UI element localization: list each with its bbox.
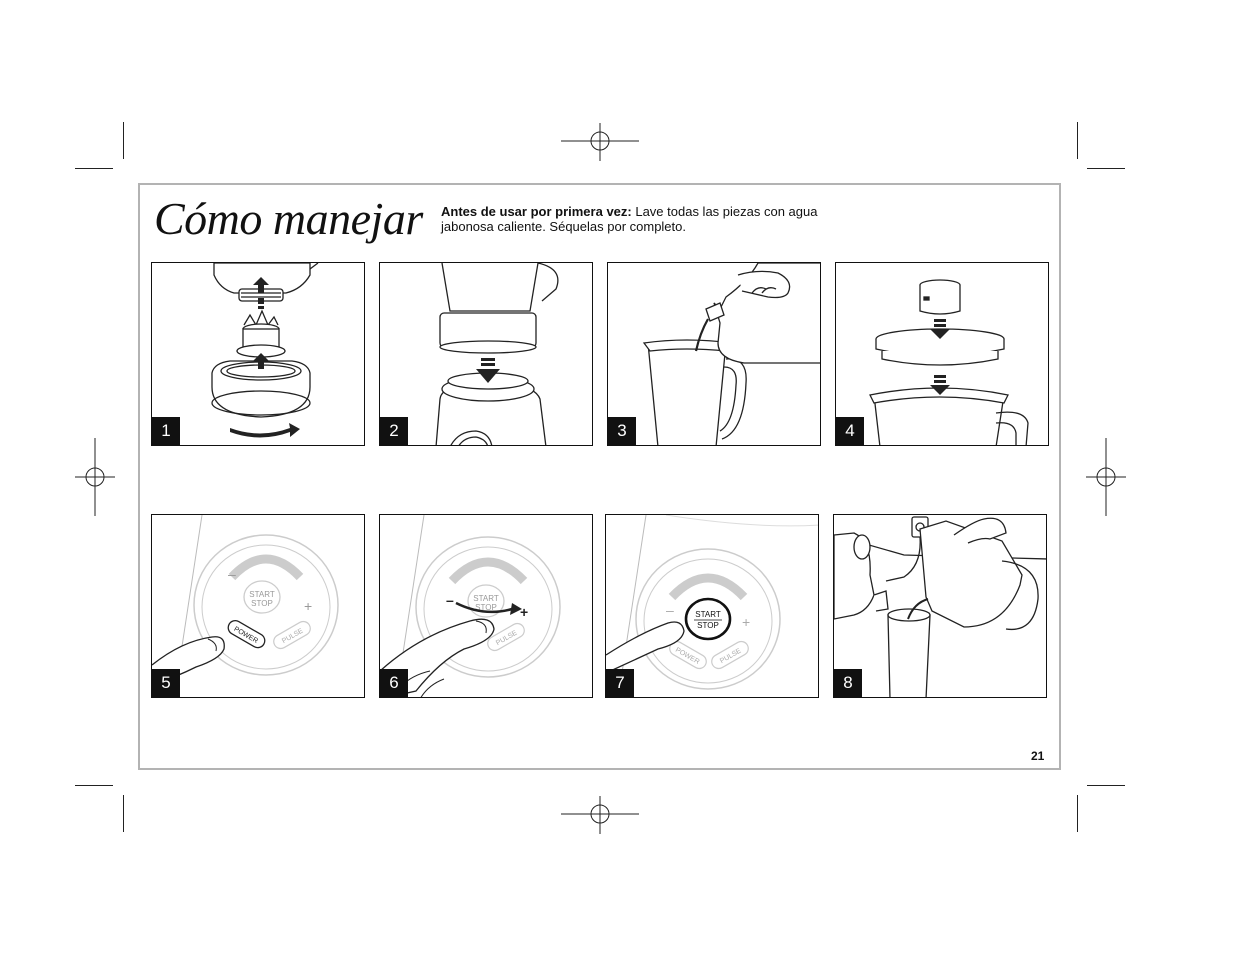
step-number: 2: [380, 417, 408, 445]
registration-mark-icon: [561, 123, 639, 161]
intro-heading: Antes de usar por primera vez:: [441, 204, 632, 219]
serving-illustration: [834, 516, 1046, 697]
crop-mark: [1077, 795, 1078, 832]
step-panel-4: 4: [835, 262, 1049, 446]
crop-mark: [75, 168, 113, 169]
page-number: 21: [1031, 749, 1045, 763]
minus-label: –: [446, 592, 454, 608]
plus-label: +: [520, 604, 528, 620]
page-frame: [138, 183, 1061, 770]
start-label: START: [695, 610, 721, 619]
step-number: 4: [836, 417, 864, 445]
crop-mark: [75, 785, 113, 786]
minus-label: –: [666, 602, 674, 618]
step-number: 6: [380, 669, 408, 697]
step-panel-3: 3: [607, 262, 821, 446]
start-button-illustration: START STOP – + POWER PULSE: [606, 515, 818, 697]
step-panel-8: 8: [833, 514, 1047, 698]
step-panel-7: START STOP – + POWER PULSE 7: [605, 514, 819, 698]
crop-mark: [1087, 168, 1125, 169]
start-label: START: [249, 590, 275, 599]
crop-mark: [123, 795, 124, 832]
step-number: 5: [152, 669, 180, 697]
plus-label: +: [304, 598, 312, 614]
step-panel-6: START STOP PULSE – + 6: [379, 514, 593, 698]
lid-and-cap-illustration: [869, 279, 1029, 445]
crop-mark: [123, 122, 124, 159]
plus-label: +: [742, 614, 750, 630]
start-label: START: [473, 594, 499, 603]
step-number: 7: [606, 669, 634, 697]
stop-label: STOP: [697, 621, 719, 630]
crop-mark: [1077, 122, 1078, 159]
step-number: 8: [834, 669, 862, 697]
step-panel-2: 2: [379, 262, 593, 446]
page-title: Cómo manejar: [154, 193, 423, 244]
stop-label: STOP: [251, 599, 273, 608]
step-panel-1: 1: [151, 262, 365, 446]
intro-text: Antes de usar por primera vez: Lave toda…: [441, 204, 821, 234]
stop-label: STOP: [475, 603, 497, 612]
speed-slide-illustration: START STOP PULSE – +: [380, 515, 561, 697]
step-number: 3: [608, 417, 636, 445]
step-number: 1: [152, 417, 180, 445]
registration-mark-icon: [75, 438, 115, 516]
registration-mark-icon: [1086, 438, 1126, 516]
intro-body: Lave todas las piezas con agua jabonosa …: [441, 204, 818, 234]
step-panel-5: START STOP – + POWER PULSE 5: [151, 514, 365, 698]
jar-on-base-illustration: [435, 263, 559, 445]
blade-assembly-illustration: [211, 263, 319, 438]
minus-label: –: [228, 566, 236, 582]
crop-mark: [1087, 785, 1125, 786]
control-panel-illustration: START STOP – + POWER PULSE: [152, 515, 339, 697]
registration-mark-icon: [561, 796, 639, 834]
pouring-liquid-illustration: [642, 263, 820, 445]
